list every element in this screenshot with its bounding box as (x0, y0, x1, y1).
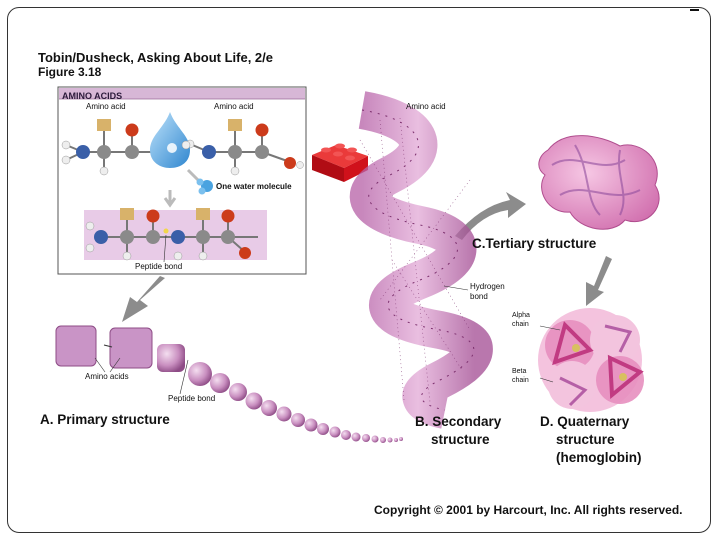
figure-number: Figure 3.18 (38, 65, 102, 79)
alpha-chain-label-line2: chain (512, 321, 529, 328)
amino-acid-2-atoms (185, 119, 304, 176)
figure-source-title: Tobin/Dusheck, Asking About Life, 2/e (38, 50, 273, 65)
alpha-chain-label-line1: Alpha (512, 312, 530, 319)
arrow-to-quaternary-icon (586, 256, 612, 306)
quaternary-structure-caption-line1: D. Quaternary (540, 414, 630, 429)
hemoglobin-structure (538, 308, 644, 412)
amino-acid-label-1: Amino acid (86, 102, 126, 111)
arrow-to-primary-icon (122, 276, 165, 322)
amino-acids-box-title: AMINO ACIDS (62, 91, 123, 101)
amino-acids-box (57, 86, 307, 275)
peptide-bond-label-inset: Peptide bond (135, 262, 183, 271)
helix-amino-acid-label: Amino acid (406, 102, 446, 111)
down-arrow-icon (163, 190, 177, 208)
hydrogen-bond-label-line1: Hydrogen (470, 282, 505, 291)
beta-chain-label-line1: Beta (512, 368, 527, 375)
primary-structure-caption: A. Primary structure (40, 412, 170, 427)
hydrogen-bond-label-line2: bond (470, 292, 488, 301)
lego-brick-icon (312, 143, 368, 182)
tertiary-structure-caption: C.Tertiary structure (472, 236, 597, 251)
dipeptide-atoms (85, 208, 251, 261)
secondary-structure-caption-line2: structure (431, 432, 490, 447)
amino-acid-label-2: Amino acid (214, 102, 254, 111)
secondary-structure-caption-line1: B. Secondary (415, 414, 502, 429)
water-molecule-icon (196, 178, 213, 195)
beta-chain-label-line2: chain (512, 377, 529, 384)
tertiary-protein-blob (538, 135, 660, 230)
quaternary-structure-caption-line3: (hemoglobin) (556, 450, 642, 465)
quaternary-structure-caption-line2: structure (556, 432, 615, 447)
alpha-helix (349, 91, 493, 429)
corner-dash (690, 9, 699, 11)
polypeptide-chain (55, 325, 403, 443)
amino-acids-label: Amino acids (85, 372, 129, 381)
copyright-notice: Copyright © 2001 by Harcourt, Inc. All r… (374, 503, 683, 517)
arrow-to-tertiary-icon (455, 192, 526, 240)
peptide-bond-label-chain: Peptide bond (168, 394, 216, 403)
water-drop-icon (150, 112, 190, 168)
water-molecule-label: One water molecule (216, 182, 292, 191)
